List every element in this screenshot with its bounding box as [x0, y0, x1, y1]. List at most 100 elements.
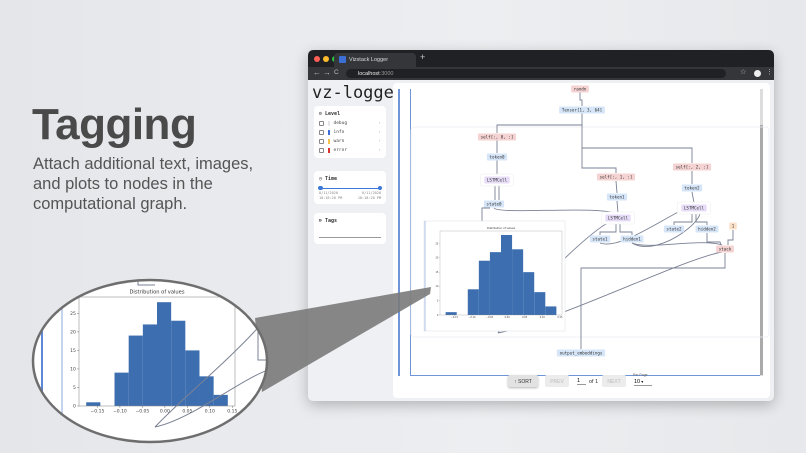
- chart-title: Distribution of values: [487, 226, 516, 230]
- tags-input[interactable]: [319, 234, 381, 238]
- y-tick-label: 10: [435, 285, 438, 288]
- level-checkbox[interactable]: [319, 148, 324, 153]
- graph-node-st1[interactable]: state1: [589, 235, 611, 243]
- minimize-window-button[interactable]: [323, 56, 329, 62]
- node-box: [681, 184, 703, 192]
- profile-avatar-icon[interactable]: [754, 70, 761, 77]
- hist-bar: [445, 312, 457, 315]
- plot-frame: [439, 230, 563, 316]
- page-input[interactable]: 1: [577, 378, 586, 385]
- node-box: [695, 225, 719, 233]
- level-color-swatch: [328, 148, 330, 153]
- bookmark-star-icon[interactable]: ☆: [740, 69, 747, 76]
- level-item-warn[interactable]: warn›: [319, 137, 381, 146]
- node-label: token1: [609, 195, 625, 200]
- graph-node-tok2[interactable]: token2: [681, 184, 703, 192]
- level-label: debug: [333, 121, 348, 126]
- url-input[interactable]: localhost:3000: [346, 69, 726, 78]
- log-entry-indicator: [398, 89, 400, 376]
- graph-node-s2[interactable]: self[:, 2, :]: [672, 163, 712, 171]
- magnified-hist-bar: [157, 302, 172, 406]
- time-end-label: 8/11/2020 10:18:20 PM: [357, 191, 381, 200]
- graph-edge: [619, 222, 633, 235]
- browser-tab[interactable]: Vizstack Logger: [334, 53, 416, 67]
- graph-node-tok0[interactable]: token0: [486, 153, 508, 161]
- node-label: state2: [666, 227, 682, 232]
- graph-node-stack[interactable]: stack: [716, 245, 734, 253]
- forward-icon[interactable]: →: [323, 68, 331, 77]
- magnifier-handle: [255, 287, 431, 392]
- next-button[interactable]: NEXT: [602, 375, 626, 387]
- magnified-hist-bar: [128, 335, 143, 406]
- x-tick-label: 0.00: [505, 316, 511, 319]
- level-checkbox[interactable]: [319, 121, 324, 126]
- graph-node-l0[interactable]: LSTMCell: [479, 173, 514, 187]
- magnified-hist-bar: [114, 372, 129, 406]
- graph-edge: [631, 242, 723, 246]
- y-tick-label: 25: [435, 242, 438, 245]
- chevron-right-icon: ›: [378, 121, 381, 126]
- slide-subtitle: Attach additional text, images, and plot…: [33, 155, 254, 213]
- graph-node-tok1[interactable]: token1: [606, 193, 628, 201]
- magnified-y-tick-label: 0: [73, 404, 76, 410]
- browser-menu-icon[interactable]: ⋮: [766, 69, 773, 76]
- prev-button[interactable]: PREV: [545, 375, 569, 387]
- hist-bar: [467, 289, 479, 315]
- magnified-x-tick-label: 0.00: [160, 408, 170, 414]
- graph-node-st0[interactable]: state0: [483, 200, 505, 208]
- magnified-x-tick-label: −0.15: [91, 408, 105, 414]
- gear-icon: ⚙: [319, 111, 326, 117]
- graph-node-st2[interactable]: state2: [663, 225, 685, 233]
- time-range-slider[interactable]: [318, 185, 382, 191]
- level-filter-card: ⚙ Level debug›info›warn›error›: [314, 106, 386, 158]
- close-window-button[interactable]: [314, 56, 320, 62]
- graph-node-randn[interactable]: randn: [571, 85, 589, 93]
- time-filter-card: ◷ Time 8/11/2020 10:18:20 PM 8/11/2020 1…: [314, 171, 386, 204]
- node-label: self[:, 1, :]: [600, 175, 633, 180]
- back-icon[interactable]: ←: [313, 68, 321, 77]
- graph-node-l2[interactable]: LSTMCell: [676, 201, 711, 215]
- x-tick-label: −0.05: [486, 316, 494, 319]
- graph-node-h1[interactable]: hidden1: [620, 235, 644, 243]
- level-color-swatch: [328, 139, 330, 144]
- tags-title: ⌦ Tags: [319, 218, 338, 224]
- hist-bar: [523, 272, 535, 315]
- sort-button[interactable]: ↑ SORT: [508, 375, 538, 387]
- level-checkbox[interactable]: [319, 130, 324, 135]
- chevron-down-icon: ▾: [640, 379, 644, 384]
- graph-node-out[interactable]: output_embeddings: [556, 349, 606, 357]
- per-page-select[interactable]: 10 ▾: [634, 379, 652, 386]
- node-label: token2: [684, 186, 700, 191]
- magnified-x-tick-label: 0.10: [205, 408, 215, 414]
- graph-edge: [706, 233, 722, 246]
- level-item-error[interactable]: error›: [319, 146, 381, 155]
- magnified-y-tick-label: 10: [70, 367, 76, 373]
- new-tab-button[interactable]: +: [420, 52, 426, 62]
- graph-node-s1[interactable]: self[:, 1, :]: [596, 173, 636, 181]
- time-start-handle[interactable]: [318, 185, 323, 190]
- level-checkbox[interactable]: [319, 139, 324, 144]
- page-of-label: of 1: [589, 379, 599, 385]
- reload-icon[interactable]: C: [334, 69, 339, 76]
- scrollbar[interactable]: [760, 89, 763, 376]
- level-item-debug[interactable]: debug ›: [319, 119, 381, 128]
- graph-node-l1[interactable]: LSTMCell: [600, 211, 635, 225]
- graph-node-h2[interactable]: hidden2: [695, 225, 719, 233]
- graph-node-tensor[interactable]: Tensor[1, 3, 64]: [559, 106, 605, 114]
- graph-edge: [599, 222, 617, 235]
- graph-node-one[interactable]: 1: [729, 222, 737, 230]
- node-label: LSTMCell: [608, 216, 629, 221]
- graph-edge: [581, 148, 617, 173]
- magnified-hist-bar: [213, 394, 228, 406]
- level-label: warn: [333, 139, 345, 144]
- graph-edge: [493, 207, 618, 215]
- node-box: [620, 235, 644, 243]
- graph-node-s0[interactable]: self[:, 0, :]: [477, 133, 517, 141]
- level-label: info: [333, 130, 345, 135]
- level-item-info[interactable]: info›: [319, 128, 381, 137]
- time-end-handle[interactable]: [377, 185, 382, 190]
- magnified-hist-bar: [86, 402, 101, 406]
- address-bar: ← → C localhost:3000 ☆ ⋮: [308, 67, 774, 80]
